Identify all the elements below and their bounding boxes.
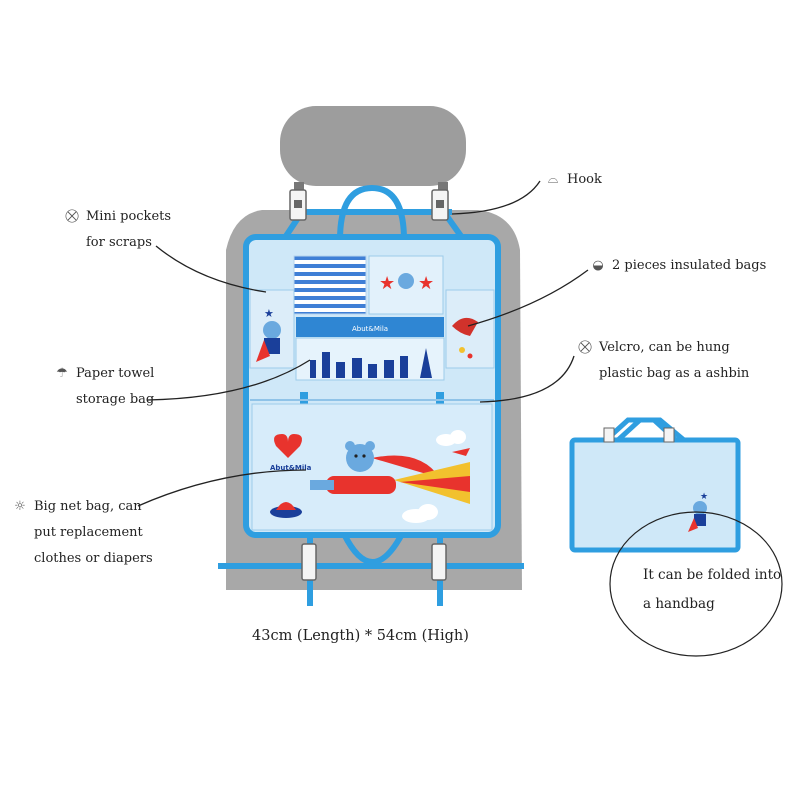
label-hook: ⌓ Hook: [545, 167, 602, 193]
label-text: storage bag: [76, 392, 155, 407]
hook-left-icon: [289, 189, 307, 221]
brand-band: [296, 317, 444, 337]
label-text: 2 pieces insulated bags: [612, 258, 767, 273]
handbag-highlight-circle: [609, 511, 783, 657]
handbag-body: [569, 437, 741, 553]
bear-cape-icon: ★: [256, 307, 281, 362]
small-plane-icon: [452, 448, 470, 456]
label-insulated-bags: ◒ 2 pieces insulated bags: [590, 253, 766, 279]
svg-text:★: ★: [264, 307, 274, 320]
label-text: clothes or diapers: [34, 551, 153, 566]
buckle-right-icon: [431, 543, 447, 581]
callout-lines: [137, 180, 589, 507]
label-text: Mini pockets: [86, 209, 172, 224]
label-text: Big net bag, can: [34, 499, 142, 514]
label-velcro: ⛒ Velcro, can be hung plastic bag as a as…: [577, 335, 749, 387]
svg-text:★: ★: [700, 492, 708, 502]
callout-line-velcro: [479, 355, 575, 403]
organizer-body: ★ ★ ★ Abut&Mila: [243, 234, 501, 538]
callout-line-net-bag: [137, 469, 307, 507]
handbag-clip-left-icon: [603, 427, 615, 443]
hook-right-icon: [431, 189, 449, 221]
label-text: Velcro, can be hung: [599, 340, 730, 355]
airplane-bear-icon: [310, 441, 470, 504]
cloud-icon: [402, 430, 466, 523]
label-text: for scraps: [86, 235, 152, 250]
star-icon: ★: [418, 273, 434, 294]
city-skyline-icon: [310, 348, 432, 378]
umbrella-icon: ☂: [56, 366, 68, 381]
brand-logo-text: Abut&Mila: [352, 325, 388, 333]
label-text: It can be folded into: [643, 567, 782, 583]
dragon-icon: [452, 317, 478, 359]
callout-line-hook: [451, 180, 541, 215]
star-icon: ★: [379, 273, 395, 294]
label-text: a handbag: [643, 596, 715, 612]
label-text: Paper towel: [76, 366, 155, 381]
basket-icon: ⛒: [578, 340, 592, 355]
dimensions-caption: 43cm (Length) * 54cm (High): [252, 628, 469, 644]
striped-pocket: [293, 255, 367, 315]
label-text: plastic bag as a ashbin: [599, 366, 750, 381]
folded-handbag: ★: [569, 417, 741, 553]
sun-icon: ☼: [14, 499, 26, 514]
label-paper-towel: ☂ Paper towel storage bag: [54, 361, 154, 413]
headrest: [280, 106, 466, 186]
handbag-bear-icon: ★: [688, 492, 708, 532]
basket-icon: ⛒: [65, 209, 79, 224]
bear-face-icon: [398, 273, 414, 289]
svg-text:Abut&Mila: Abut&Mila: [270, 464, 312, 472]
label-text: Hook: [567, 172, 602, 187]
label-net-bag: ☼ Big net bag, can put replacement clothe…: [12, 494, 153, 572]
cup-icon: ◒: [592, 258, 604, 273]
callout-line-paper-towel: [147, 359, 311, 401]
label-folded-handbag: It can be folded into a handbag: [643, 561, 781, 619]
callout-line-mini-pockets: [155, 245, 267, 293]
callout-line-insulated: [467, 269, 589, 327]
label-mini-pockets: ⛒ Mini pockets for scraps: [64, 204, 171, 256]
ufo-icon: [270, 502, 302, 518]
hook-icon: ⌓: [547, 172, 559, 187]
buckle-left-icon: [301, 543, 317, 581]
handbag-clip-right-icon: [663, 427, 675, 443]
heart-logo-icon: Abut&Mila: [270, 434, 312, 472]
label-text: put replacement: [34, 525, 143, 540]
